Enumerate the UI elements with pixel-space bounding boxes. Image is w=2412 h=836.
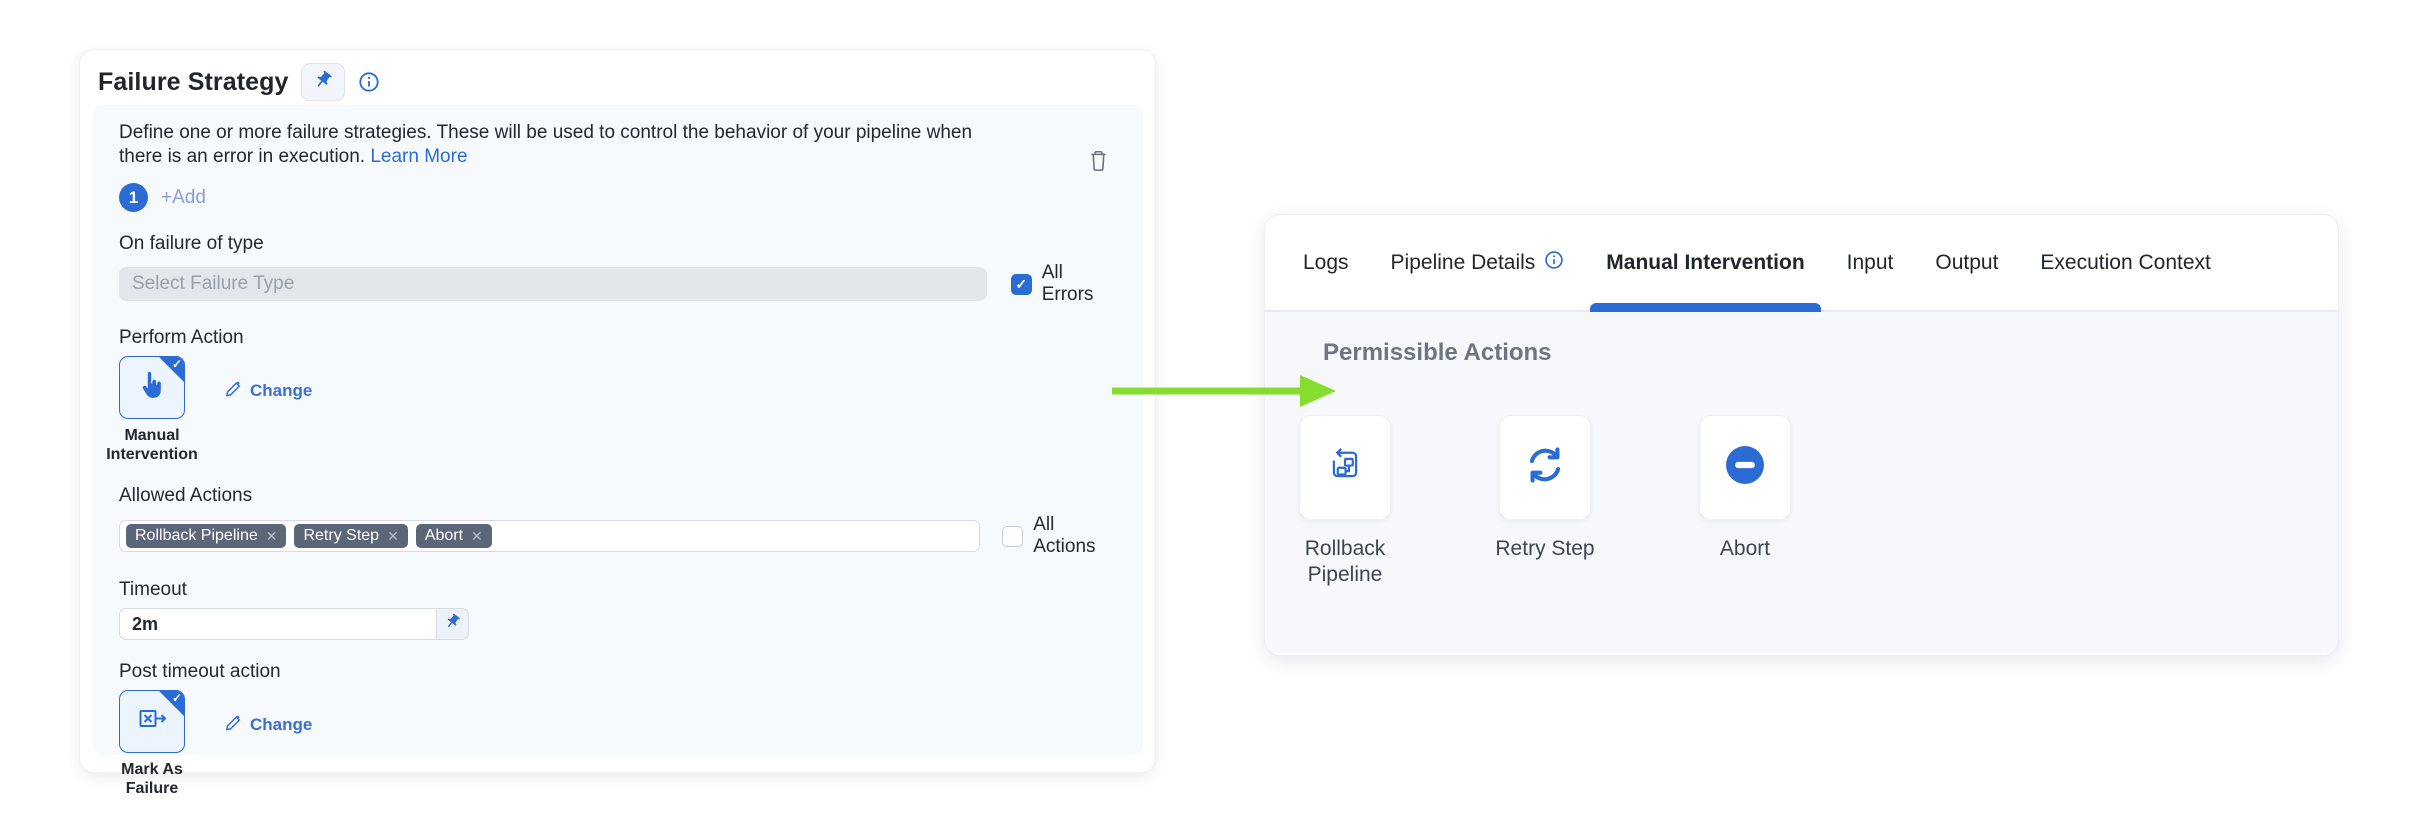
tab-output[interactable]: Output bbox=[1919, 215, 2014, 310]
timeout-field-group bbox=[119, 608, 469, 640]
tab-input[interactable]: Input bbox=[1831, 215, 1910, 310]
timeout-label: Timeout bbox=[119, 579, 187, 600]
action-card bbox=[1500, 416, 1590, 519]
retry-step-icon bbox=[1522, 442, 1568, 493]
tag-abort: Abort ✕ bbox=[415, 524, 492, 548]
tag-rollback-pipeline: Rollback Pipeline ✕ bbox=[126, 524, 287, 548]
info-icon[interactable] bbox=[357, 70, 381, 94]
add-strategy-button[interactable]: +Add bbox=[161, 186, 206, 208]
permissible-actions-row: Rollback Pipeline Retry Step Abort bbox=[1300, 416, 1790, 588]
pin-icon bbox=[313, 70, 333, 95]
mark-as-failure-tile-group: ✓ Mark As Failure bbox=[119, 690, 185, 798]
selected-corner bbox=[159, 691, 184, 716]
allowed-actions-label: Allowed Actions bbox=[119, 485, 253, 506]
tab-logs[interactable]: Logs bbox=[1287, 215, 1365, 310]
pin-toggle-button[interactable] bbox=[300, 63, 345, 101]
pin-icon bbox=[444, 613, 461, 635]
tab-execution-context[interactable]: Execution Context bbox=[2024, 215, 2226, 310]
change-perform-action-button[interactable]: Change bbox=[225, 380, 312, 402]
failure-type-select[interactable] bbox=[119, 267, 987, 301]
perform-action-label: Perform Action bbox=[119, 327, 244, 348]
delete-strategy-button[interactable] bbox=[1085, 149, 1111, 177]
detail-tab-bar: Logs Pipeline Details Manual Interventio… bbox=[1265, 215, 2338, 312]
pencil-icon bbox=[225, 714, 242, 736]
action-label: Rollback Pipeline bbox=[1304, 537, 1386, 586]
change-post-timeout-action-button[interactable]: Change bbox=[225, 714, 312, 736]
tag-remove-icon[interactable]: ✕ bbox=[471, 527, 483, 544]
learn-more-link[interactable]: Learn More bbox=[370, 146, 468, 167]
hand-pointer-icon bbox=[136, 369, 168, 406]
selected-check-icon: ✓ bbox=[171, 357, 182, 371]
tab-pipeline-details[interactable]: Pipeline Details bbox=[1375, 215, 1581, 310]
tag-retry-step: Retry Step ✕ bbox=[294, 524, 408, 548]
perform-action-row: ✓ Manual Intervention Change bbox=[106, 356, 1117, 464]
trash-icon bbox=[1088, 149, 1109, 177]
action-rollback-pipeline[interactable]: Rollback Pipeline bbox=[1300, 416, 1390, 588]
strategy-description-text: Define one or more failure strategies. T… bbox=[119, 122, 973, 167]
post-timeout-action-row: ✓ Mark As Failure Change bbox=[119, 690, 1117, 798]
page-title: Failure Strategy bbox=[98, 67, 289, 96]
failure-type-row: ✓ All Errors bbox=[119, 262, 1117, 306]
timeout-pin-button[interactable] bbox=[436, 608, 469, 640]
action-card bbox=[1700, 416, 1790, 519]
tag-remove-icon[interactable]: ✕ bbox=[387, 527, 399, 544]
all-actions-checkbox[interactable]: All Actions bbox=[1002, 514, 1117, 558]
failure-strategy-header: Failure Strategy bbox=[80, 50, 1155, 114]
pencil-icon bbox=[225, 380, 242, 402]
post-timeout-action-label: Post timeout action bbox=[119, 661, 281, 682]
failure-strategy-card: Failure Strategy Define one or more fail… bbox=[80, 50, 1155, 797]
timeout-input[interactable] bbox=[119, 608, 436, 640]
allowed-actions-input[interactable]: Rollback Pipeline ✕ Retry Step ✕ Abort ✕ bbox=[119, 520, 981, 552]
failure-type-label: On failure of type bbox=[119, 233, 264, 254]
strategy-form-section: Define one or more failure strategies. T… bbox=[93, 105, 1143, 797]
manual-intervention-tile-group: ✓ Manual Intervention bbox=[106, 356, 198, 464]
tab-manual-intervention[interactable]: Manual Intervention bbox=[1590, 215, 1822, 312]
manual-intervention-content: Permissible Actions Rollback Pipeline Re… bbox=[1265, 312, 2338, 653]
manual-intervention-tile[interactable]: ✓ bbox=[119, 356, 185, 419]
selected-check-icon: ✓ bbox=[171, 691, 182, 705]
action-abort[interactable]: Abort bbox=[1700, 416, 1790, 588]
all-actions-label: All Actions bbox=[1033, 514, 1096, 557]
allowed-actions-row: Rollback Pipeline ✕ Retry Step ✕ Abort ✕… bbox=[119, 514, 1117, 558]
abort-icon bbox=[1722, 442, 1768, 493]
all-errors-label: All Errors bbox=[1041, 262, 1094, 305]
post-timeout-selected-label: Mark As Failure bbox=[121, 761, 183, 797]
action-label: Retry Step bbox=[1495, 537, 1595, 560]
selected-corner bbox=[159, 357, 184, 382]
rollback-pipeline-icon bbox=[1325, 445, 1365, 490]
permissible-actions-title: Permissible Actions bbox=[1323, 339, 1552, 366]
mark-as-failure-icon bbox=[135, 702, 169, 741]
action-retry-step[interactable]: Retry Step bbox=[1495, 416, 1595, 588]
perform-action-selected-label: Manual Intervention bbox=[106, 427, 198, 463]
strategy-tabs-row: 1 +Add bbox=[119, 183, 1117, 212]
execution-detail-panel: Logs Pipeline Details Manual Interventio… bbox=[1265, 215, 2338, 655]
tag-remove-icon[interactable]: ✕ bbox=[265, 527, 278, 544]
action-card bbox=[1300, 416, 1390, 519]
all-errors-checkbox[interactable]: ✓ All Errors bbox=[1010, 262, 1117, 306]
action-label: Abort bbox=[1719, 537, 1771, 560]
checkbox-checked-icon: ✓ bbox=[1010, 273, 1032, 295]
strategy-index-badge[interactable]: 1 bbox=[119, 183, 148, 212]
checkbox-unchecked-icon bbox=[1002, 525, 1024, 547]
strategy-description: Define one or more failure strategies. T… bbox=[119, 121, 979, 169]
mark-as-failure-tile[interactable]: ✓ bbox=[119, 690, 185, 753]
info-icon bbox=[1544, 250, 1564, 276]
